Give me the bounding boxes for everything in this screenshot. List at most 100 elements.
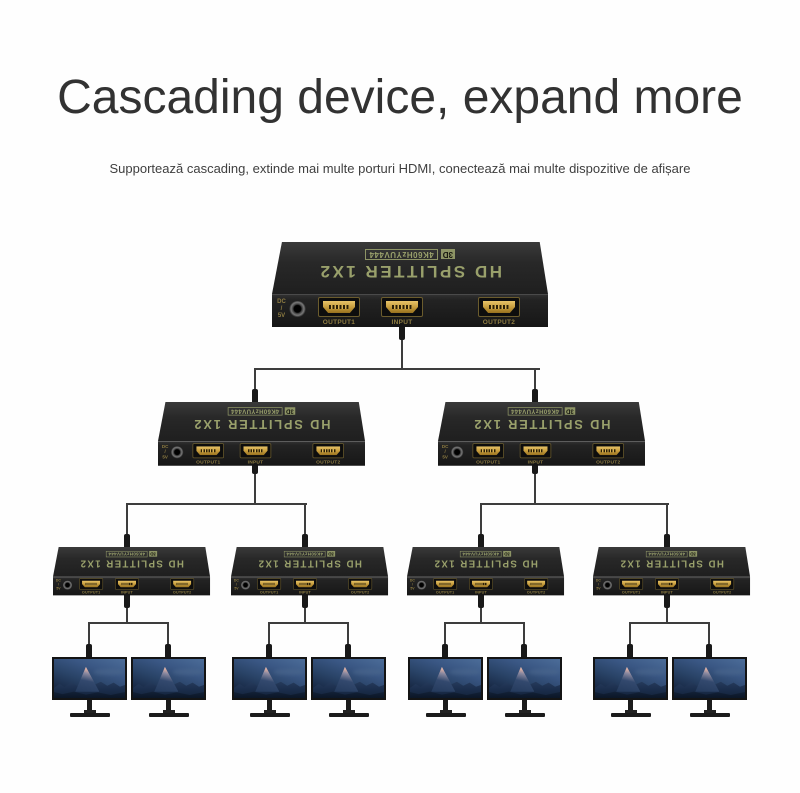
cable-line: [88, 622, 90, 645]
hdmi-port-output2: OUTPUT2: [592, 443, 624, 465]
badge-3d: 3D: [327, 551, 336, 557]
badge-4k-spec: 4K60HzYUV444: [227, 407, 283, 416]
dc-power-label: DC / 5V: [161, 444, 169, 460]
splitter-level1: HD SPLITTER 1X2 3D 4K60HzYUV444 DC / 5V …: [272, 242, 548, 327]
monitor-stand-base: [328, 713, 369, 717]
device-model-label: HD SPLITTER 1X2: [318, 262, 502, 281]
splitter-level3-1: HD SPLITTER 1X2 3D 4K60HzYUV444 DC / 5V …: [53, 547, 211, 596]
port-label: INPUT: [474, 590, 487, 595]
dc-power-jack: [240, 580, 251, 591]
hdmi-connector: [239, 443, 272, 459]
monitor-stand-foot: [83, 710, 96, 713]
hdmi-port-input: INPUT: [293, 578, 317, 595]
device-front-panel: DC / 5V OUTPUT1 INPUT OUTPUT2: [272, 294, 548, 327]
cable-line: [401, 331, 403, 369]
hdmi-connector: [478, 297, 520, 317]
hdmi-port-input: INPUT: [469, 578, 493, 595]
hdmi-connector: [619, 578, 644, 590]
cable-line: [254, 368, 256, 403]
device-top-panel: HD SPLITTER 1X2 3D 4K60HzYUV444: [53, 547, 211, 577]
monitor-stand-neck: [166, 700, 171, 710]
port-label: OUTPUT1: [259, 590, 279, 595]
cable-line: [629, 622, 631, 645]
monitor-5: [408, 657, 483, 717]
hdmi-connector: [469, 578, 493, 590]
hdmi-connector: [257, 578, 282, 590]
hdmi-port-output2: OUTPUT2: [170, 578, 195, 595]
monitor-stand-neck: [707, 700, 712, 710]
hdmi-plug-shape: [622, 580, 641, 588]
monitor-stand-base: [69, 713, 110, 717]
monitor-stand-base: [249, 713, 290, 717]
wallpaper-cloud: [449, 669, 480, 675]
device-front-panel: DC / 5V OUTPUT1 INPUT OUTPUT2: [593, 576, 751, 596]
device-model-label: HD SPLITTER 1X2: [433, 558, 538, 570]
cable-connector: [302, 534, 308, 549]
splitter-level2-right: HD SPLITTER 1X2 3D 4K60HzYUV444 DC / 5V …: [438, 402, 645, 466]
cable-line: [254, 368, 540, 370]
monitor-screen: [131, 657, 206, 700]
device-spec-badges: 3D 4K60HzYUV444: [438, 407, 645, 416]
hdmi-port-output1: OUTPUT1: [318, 297, 360, 326]
hdmi-connector: [312, 443, 344, 459]
device-model-label: HD SPLITTER 1X2: [79, 558, 184, 570]
hdmi-plug-shape: [117, 580, 137, 588]
wallpaper-cloud: [634, 669, 665, 675]
port-label: OUTPUT2: [482, 319, 516, 326]
monitor-screen: [672, 657, 747, 700]
port-label: INPUT: [120, 590, 133, 595]
monitor-stand-base: [504, 713, 545, 717]
cable-connector: [124, 593, 130, 608]
port-label: INPUT: [660, 590, 673, 595]
wallpaper-cloud: [273, 669, 304, 675]
monitor-stand-base: [148, 713, 189, 717]
port-label: OUTPUT1: [81, 590, 101, 595]
device-spec-badges: 3D 4K60HzYUV444: [272, 249, 548, 260]
cable-connector: [266, 644, 272, 659]
cable-line: [254, 464, 256, 504]
device-front-panel: DC / 5V OUTPUT1 INPUT OUTPUT2: [53, 576, 211, 596]
dc-power-label: DC / 5V: [55, 579, 61, 591]
monitor-stand-neck: [628, 700, 633, 710]
cable-line: [480, 503, 669, 505]
hdmi-port-input: INPUT: [655, 578, 679, 595]
badge-3d: 3D: [503, 551, 512, 557]
device-branding: HD SPLITTER 1X2 3D 4K60HzYUV444: [438, 407, 645, 431]
dc-power-label: DC / 5V: [441, 444, 449, 460]
wallpaper-foreground: [674, 691, 745, 698]
hdmi-port-output1: OUTPUT1: [79, 578, 104, 595]
splitter-level3-4: HD SPLITTER 1X2 3D 4K60HzYUV444 DC / 5V …: [593, 547, 751, 596]
port-label: INPUT: [391, 319, 413, 326]
cable-connector: [252, 389, 258, 404]
device-top-panel: HD SPLITTER 1X2 3D 4K60HzYUV444: [272, 242, 548, 294]
monitor-8: [672, 657, 747, 717]
device-branding: HD SPLITTER 1X2 3D 4K60HzYUV444: [53, 550, 210, 570]
port-label: OUTPUT1: [322, 319, 356, 326]
hdmi-port-output2: OUTPUT2: [524, 578, 549, 595]
cable-line: [666, 503, 668, 549]
hdmi-connector: [710, 578, 735, 590]
hdmi-plug-shape: [436, 580, 455, 588]
monitor-stand-foot: [162, 710, 175, 713]
device-spec-badges: 3D 4K60HzYUV444: [53, 550, 210, 558]
dc-power-label: DC / 5V: [409, 579, 415, 591]
hdmi-port-output2: OUTPUT2: [478, 297, 520, 326]
monitor-stand-foot: [342, 710, 355, 713]
wallpaper-cloud: [528, 669, 559, 675]
wallpaper-cloud: [93, 669, 124, 675]
cable-connector: [302, 593, 308, 608]
monitor-stand-neck: [522, 700, 527, 710]
hdmi-plug-shape: [386, 301, 418, 313]
hdmi-plug-shape: [476, 446, 501, 456]
monitor-stand-foot: [518, 710, 531, 713]
hdmi-port-output2: OUTPUT2: [312, 443, 344, 465]
monitor-stand-foot: [624, 710, 637, 713]
port-label: OUTPUT2: [350, 590, 370, 595]
monitor-6: [487, 657, 562, 717]
hdmi-port-output2: OUTPUT2: [348, 578, 373, 595]
cable-connector: [124, 534, 130, 549]
cable-line: [708, 622, 710, 645]
device-model-label: HD SPLITTER 1X2: [619, 558, 724, 570]
port-label: OUTPUT2: [172, 590, 192, 595]
hdmi-plug-shape: [82, 580, 101, 588]
